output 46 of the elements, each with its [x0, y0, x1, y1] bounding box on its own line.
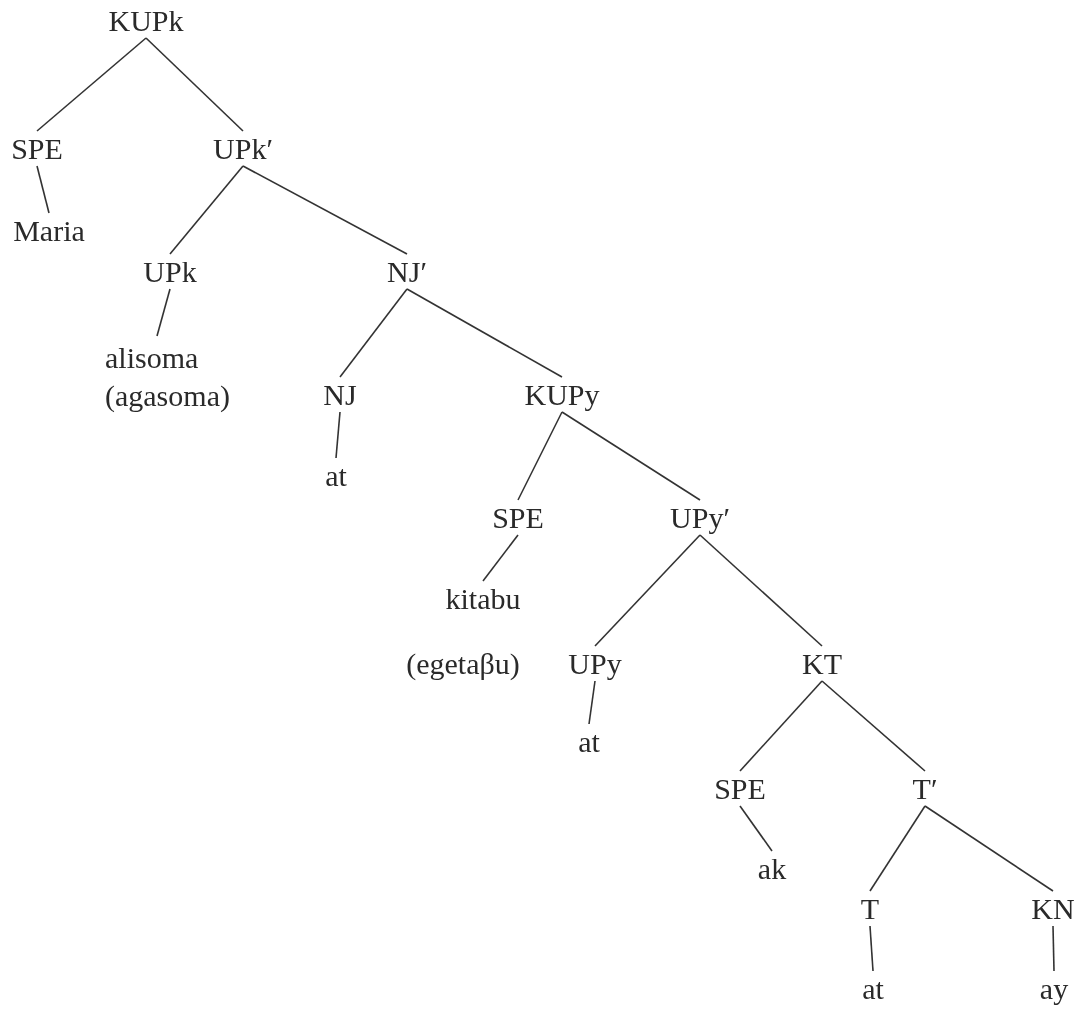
tree-node-label: NJ: [323, 380, 357, 410]
tree-branch: [869, 805, 926, 892]
tree-branch: [36, 37, 147, 132]
tree-node-label: at: [325, 461, 347, 491]
tree-branch: [588, 680, 596, 725]
tree-branch: [739, 680, 823, 772]
tree-branch: [821, 680, 926, 772]
tree-node-label: kitabu: [445, 584, 521, 614]
tree-node-label: UPk′: [213, 134, 273, 164]
tree-node-label: KUPy: [524, 380, 600, 410]
tree-branch: [699, 534, 823, 647]
root-label: KUPk: [108, 6, 184, 36]
tree-node-label: NJ′: [387, 257, 427, 287]
tree-branch: [145, 37, 244, 132]
tree-node-label: ay: [1039, 974, 1069, 1004]
tree-branch: [406, 288, 563, 378]
tree-branch: [335, 411, 341, 459]
tree-node-label: KN: [1031, 894, 1075, 924]
tree-branch: [1052, 925, 1055, 972]
tree-branch: [482, 534, 519, 582]
tree-branch: [924, 805, 1054, 892]
tree-node-label: UPy′: [670, 503, 730, 533]
tree-branch: [561, 411, 701, 501]
tree-node-label: Maria: [13, 216, 85, 246]
tree-branch: [242, 165, 408, 255]
gloss-text: (egetaβu): [406, 649, 520, 679]
tree-node-label: alisoma (agasoma): [105, 339, 255, 414]
tree-node-label: at: [862, 974, 884, 1004]
tree-branch: [156, 288, 171, 337]
tree-node-label: T′: [912, 774, 938, 804]
tree-node-label: UPk: [143, 257, 197, 287]
tree-branch: [517, 411, 563, 501]
tree-node-label: SPE: [492, 503, 544, 533]
tree-node-label: SPE: [714, 774, 766, 804]
tree-branch: [739, 805, 773, 852]
tree-node-label: KT: [802, 649, 842, 679]
tree-node-label: T: [860, 894, 880, 924]
tree-branch: [594, 534, 701, 647]
tree-node-label: ak: [757, 854, 787, 884]
tree-node-label: UPy: [568, 649, 622, 679]
tree-branch: [339, 288, 408, 378]
tree-branch: [36, 165, 50, 214]
tree-node-label: at: [578, 727, 600, 757]
tree-branch: [869, 925, 874, 972]
tree-node-label: SPE: [11, 134, 63, 164]
tree-branch: [169, 165, 244, 255]
